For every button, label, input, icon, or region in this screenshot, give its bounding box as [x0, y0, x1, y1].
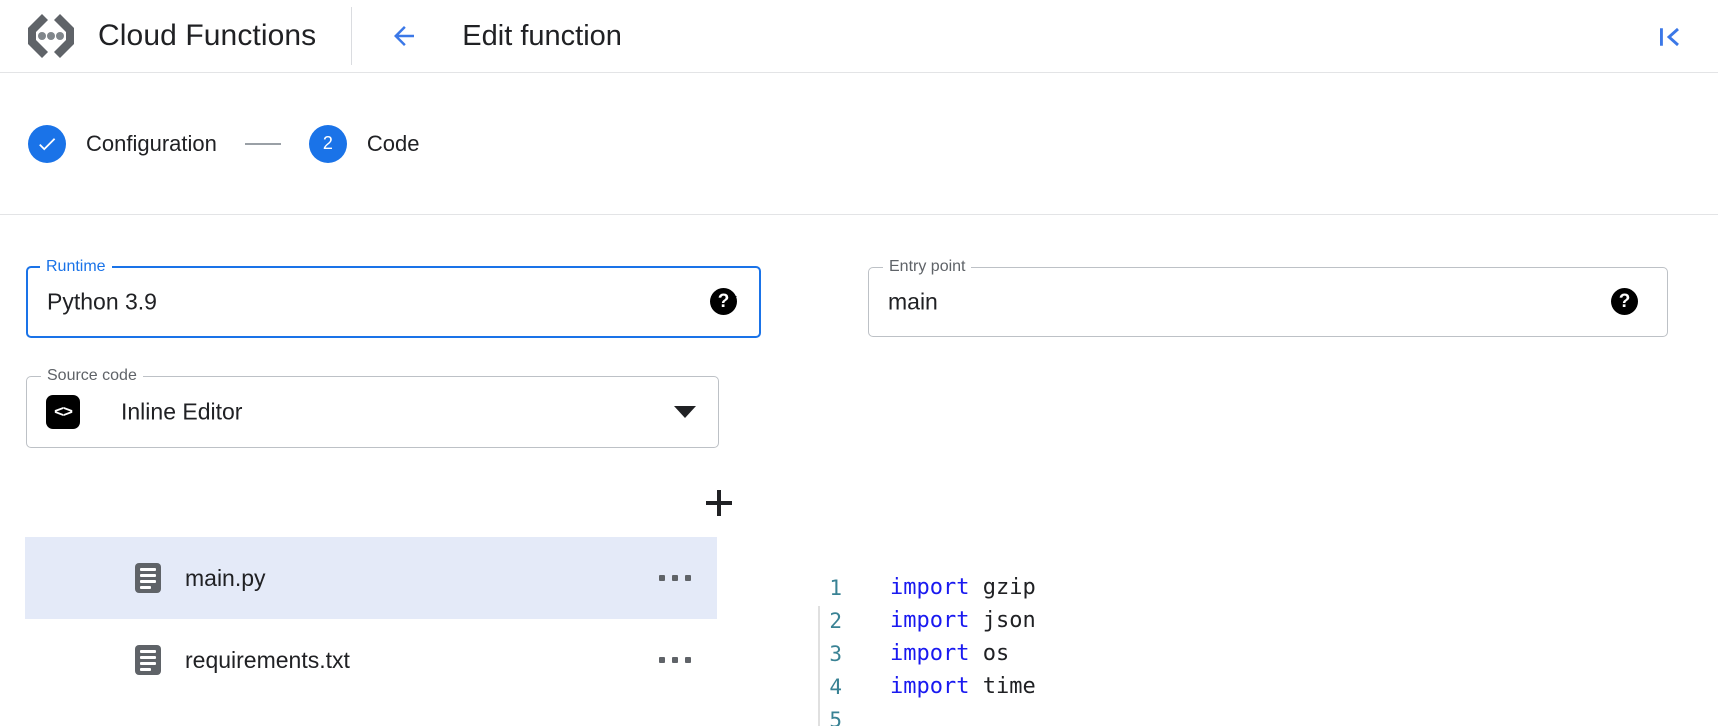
step-code[interactable]: 2 Code	[308, 124, 420, 163]
collapse-panel-button[interactable]	[1650, 17, 1690, 57]
line-number: 4	[829, 674, 842, 699]
more-options-icon[interactable]	[653, 565, 697, 591]
step-code-marker: 2	[308, 124, 347, 163]
back-button[interactable]	[382, 14, 426, 58]
file-icon	[135, 563, 161, 593]
source-code-select[interactable]: Source code <> Inline Editor	[26, 366, 719, 448]
add-file-button[interactable]	[697, 481, 741, 525]
runtime-select[interactable]: Runtime Python 3.9	[26, 257, 761, 338]
entry-point-help-icon[interactable]: ?	[1611, 288, 1638, 315]
step-configuration-label: Configuration	[86, 130, 217, 156]
appbar-divider	[351, 7, 353, 65]
file-icon	[135, 645, 161, 675]
brand[interactable]: Cloud Functions	[0, 0, 316, 72]
code-line: 4 import time	[820, 670, 1718, 703]
product-title: Cloud Functions	[98, 19, 317, 52]
file-name: main.py	[185, 564, 266, 591]
code-line: 1 import gzip	[820, 571, 1718, 604]
entry-point-input[interactable]: Entry point main	[868, 257, 1668, 337]
chevron-down-icon[interactable]	[674, 406, 696, 418]
cloud-functions-logo	[28, 14, 74, 58]
code-line: 5	[820, 703, 1718, 726]
code-line: 2 import json	[820, 604, 1718, 637]
file-list-item-main-py[interactable]: main.py	[25, 537, 717, 619]
code-brackets-icon: <>	[46, 395, 80, 429]
arrow-left-icon	[394, 26, 415, 46]
code-text: import json	[890, 608, 1036, 633]
runtime-label: Runtime	[40, 257, 112, 277]
check-icon	[39, 137, 56, 150]
file-list-toolbar	[0, 470, 792, 537]
wizard-stepper: Configuration 2 Code	[0, 73, 1718, 215]
entry-point-label: Entry point	[883, 257, 972, 277]
line-number: 1	[829, 575, 842, 600]
file-list-item-requirements-txt[interactable]: requirements.txt	[25, 619, 717, 701]
code-line: 3 import os	[820, 637, 1718, 670]
code-editor[interactable]: 1 import gzip 2 import json 3 import os 4 impor…	[820, 555, 1718, 726]
entry-point-value: main	[888, 288, 938, 315]
file-list-panel: main.py requirements.txt	[0, 470, 792, 701]
file-name: requirements.txt	[185, 646, 350, 673]
app-bar: Cloud Functions Edit function	[0, 0, 1718, 73]
source-code-label: Source code	[41, 366, 143, 386]
more-options-icon[interactable]	[653, 647, 697, 673]
line-number: 3	[829, 641, 842, 666]
code-text: import time	[890, 674, 1036, 699]
step-configuration[interactable]: Configuration	[28, 124, 217, 163]
runtime-value: Python 3.9	[47, 288, 157, 315]
line-number: 5	[829, 707, 842, 726]
step-configuration-marker	[28, 124, 66, 163]
page-title: Edit function	[462, 19, 622, 52]
editor-divider	[818, 606, 820, 726]
source-code-value: Inline Editor	[121, 398, 243, 425]
content-area: Runtime Python 3.9 ? Entry point main ? …	[0, 215, 1718, 726]
step-separator	[244, 142, 281, 145]
step-code-label: Code	[366, 130, 420, 156]
collapse-panel-icon	[1660, 27, 1679, 47]
runtime-help-icon[interactable]: ?	[710, 288, 737, 315]
line-number: 2	[829, 608, 842, 633]
code-text: import os	[890, 641, 1010, 666]
code-text: import gzip	[890, 575, 1036, 600]
